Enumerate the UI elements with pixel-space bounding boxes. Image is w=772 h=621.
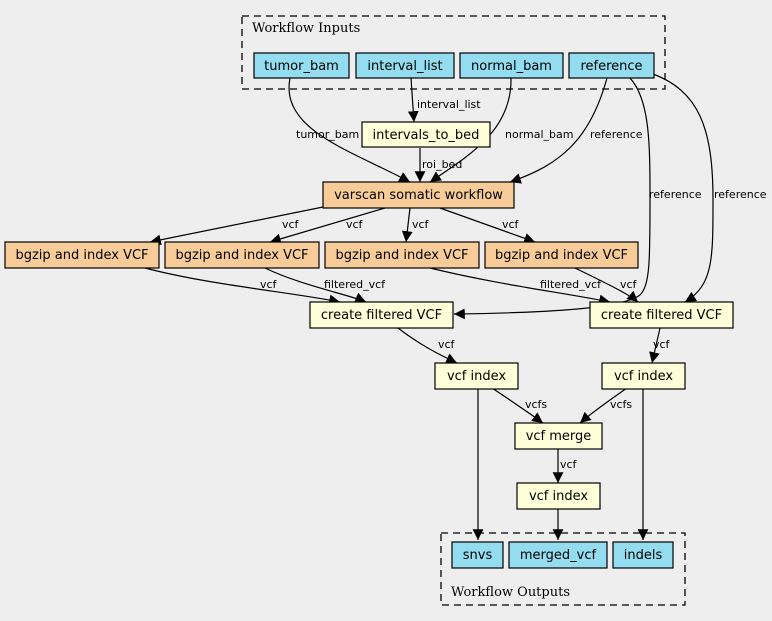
edge-varscan-bgzip4	[439, 207, 536, 244]
edge-index1-merge	[491, 387, 544, 424]
workflow-outputs-title: Workflow Outputs	[451, 585, 570, 600]
edge-bgzip3-filter2	[429, 267, 611, 306]
node-normal-bam[interactable]: normal_bam	[459, 52, 564, 79]
node-create-filtered-vcf-1[interactable]: create filtered VCF	[309, 301, 454, 329]
edge-label-reference-filter1: reference	[649, 188, 702, 201]
edge-reference-varscan	[509, 77, 608, 184]
workflow-inputs-cluster: Workflow Inputs	[241, 15, 666, 90]
edge-label-interval-list: interval_list	[417, 98, 481, 111]
node-vcf-merge[interactable]: vcf merge	[514, 422, 603, 450]
node-bgzip-4-label: bgzip and index VCF	[495, 248, 628, 263]
node-varscan-workflow-label: varscan somatic workflow	[334, 188, 503, 203]
edge-label-i1-m: vcfs	[525, 398, 547, 411]
node-interval-list-label: interval_list	[367, 59, 442, 74]
node-bgzip-2-label: bgzip and index VCF	[175, 248, 308, 263]
node-bgzip-3-label: bgzip and index VCF	[335, 248, 468, 263]
edge-label-normal-bam: normal_bam	[505, 128, 573, 141]
node-tumor-bam[interactable]: tumor_bam	[253, 52, 350, 79]
edge-labels: tumor_bam interval_list normal_bam refer…	[260, 98, 767, 471]
edge-label-b3-f2: filtered_vcf	[540, 278, 602, 291]
node-vcf-index-2-label: vcf index	[614, 369, 673, 384]
edge-label-vcf-b2: vcf	[346, 218, 364, 231]
node-create-filtered-vcf-2[interactable]: create filtered VCF	[589, 301, 734, 329]
edge-varscan-bgzip2	[269, 207, 386, 245]
edge-reference-filter1	[453, 77, 651, 320]
node-bgzip-2[interactable]: bgzip and index VCF	[164, 241, 320, 269]
edge-label-vcf-b1: vcf	[282, 218, 300, 231]
nodes: tumor_bam interval_list normal_bam refer…	[4, 52, 734, 569]
node-merged-vcf-label: merged_vcf	[520, 548, 597, 563]
edge-reference-filter2	[649, 72, 714, 303]
node-create-filtered-vcf-1-label: create filtered VCF	[321, 308, 442, 323]
node-reference-label: reference	[580, 59, 642, 74]
edge-filter1-index1	[397, 327, 458, 364]
edge-varscan-bgzip3	[401, 207, 413, 243]
edge-tumor-bam	[288, 77, 411, 183]
edges	[144, 72, 714, 540]
edge-label-vcf-b3: vcf	[412, 218, 430, 231]
node-bgzip-1-label: bgzip and index VCF	[15, 248, 148, 263]
edge-filter2-index2	[649, 327, 661, 364]
node-intervals-to-bed-label: intervals_to_bed	[373, 128, 480, 143]
edge-label-f1-i1: vcf	[438, 338, 456, 351]
node-merged-vcf[interactable]: merged_vcf	[508, 541, 608, 569]
node-interval-list[interactable]: interval_list	[355, 52, 455, 79]
node-vcf-merge-label: vcf merge	[526, 429, 592, 444]
node-indels[interactable]: indels	[612, 541, 674, 569]
node-vcf-index-3-label: vcf index	[529, 489, 588, 504]
edge-label-reference-filter2: reference	[714, 188, 767, 201]
node-snvs[interactable]: snvs	[451, 541, 504, 569]
node-varscan-workflow[interactable]: varscan somatic workflow	[322, 181, 515, 209]
node-bgzip-3[interactable]: bgzip and index VCF	[324, 241, 480, 269]
node-indels-label: indels	[624, 548, 663, 563]
edge-label-vcf-b4: vcf	[502, 218, 520, 231]
node-normal-bam-label: normal_bam	[471, 59, 552, 74]
edge-label-f2-i2: vcf	[653, 338, 671, 351]
edge-label-tumor-bam: tumor_bam	[296, 128, 359, 141]
edge-index2-merge	[579, 387, 628, 424]
node-bgzip-4[interactable]: bgzip and index VCF	[484, 241, 639, 269]
node-intervals-to-bed[interactable]: intervals_to_bed	[361, 121, 491, 148]
edge-bgzip2-filter1	[264, 267, 367, 303]
node-tumor-bam-label: tumor_bam	[264, 59, 339, 74]
edge-label-i2-m: vcfs	[610, 398, 632, 411]
node-create-filtered-vcf-2-label: create filtered VCF	[601, 308, 722, 323]
edge-varscan-bgzip1	[149, 206, 324, 246]
workflow-inputs-title: Workflow Inputs	[252, 21, 360, 36]
node-vcf-index-2[interactable]: vcf index	[601, 362, 686, 390]
node-vcf-index-1[interactable]: vcf index	[434, 362, 519, 390]
edge-label-roi-bed: roi_bed	[422, 158, 462, 171]
edge-label-b2-f1: filtered_vcf	[324, 278, 386, 291]
node-vcf-index-3[interactable]: vcf index	[516, 482, 601, 510]
node-bgzip-1[interactable]: bgzip and index VCF	[4, 241, 160, 269]
edge-label-b1-f1: vcf	[260, 278, 278, 291]
edge-label-m-i3: vcf	[560, 458, 578, 471]
node-snvs-label: snvs	[463, 548, 493, 563]
edge-label-b4-f2: vcf	[620, 278, 638, 291]
node-reference[interactable]: reference	[568, 52, 655, 79]
edge-bgzip4-filter2	[574, 267, 639, 303]
edge-interval-list	[407, 77, 419, 123]
edge-bgzip1-filter1	[144, 267, 341, 306]
node-vcf-index-1-label: vcf index	[447, 369, 506, 384]
edge-label-reference-varscan: reference	[590, 128, 643, 141]
